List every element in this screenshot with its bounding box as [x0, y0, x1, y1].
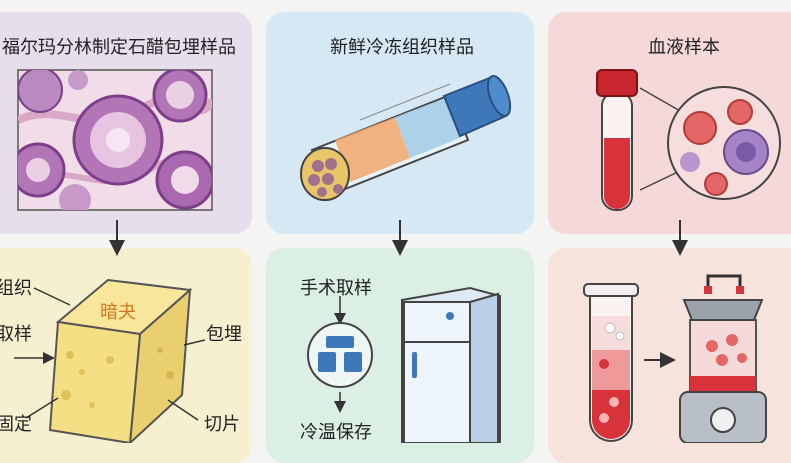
blood-cell-magnifier [667, 86, 781, 200]
paraffin-cube [48, 278, 193, 443]
label-embedding: 包埋 [206, 324, 242, 345]
pointer-fix [25, 397, 59, 419]
label-sampling: 取样 [0, 324, 32, 345]
label-tissue: 组织 [0, 278, 32, 299]
title-frozen: 新鲜冷冻组织样品 [330, 37, 474, 58]
pointer-tissue [33, 287, 71, 306]
label-fixation: 固定 [0, 414, 32, 435]
centrifuge-icon [679, 274, 767, 443]
pointer-section [167, 399, 199, 421]
label-sectioning: 切片 [204, 414, 240, 435]
blood-collection-tube [596, 69, 683, 211]
pointer-embed [183, 339, 206, 346]
label-surgical-sampling: 手术取样 [300, 278, 372, 299]
storage-container-icon [307, 322, 373, 388]
title-blood: 血液样本 [648, 37, 720, 58]
cube-label: 暗夬 [100, 302, 136, 323]
label-cold-storage: 冷温保存 [300, 422, 372, 443]
title-ffpe: 福尔玛分林制定石醋包埋样品 [2, 37, 236, 58]
frozen-tissue-tube [300, 75, 512, 201]
refrigerator-icon [401, 286, 501, 443]
separated-blood-tube [583, 283, 639, 442]
illustration-layer: 暗夬 [14, 69, 781, 443]
histology-image [17, 69, 213, 211]
